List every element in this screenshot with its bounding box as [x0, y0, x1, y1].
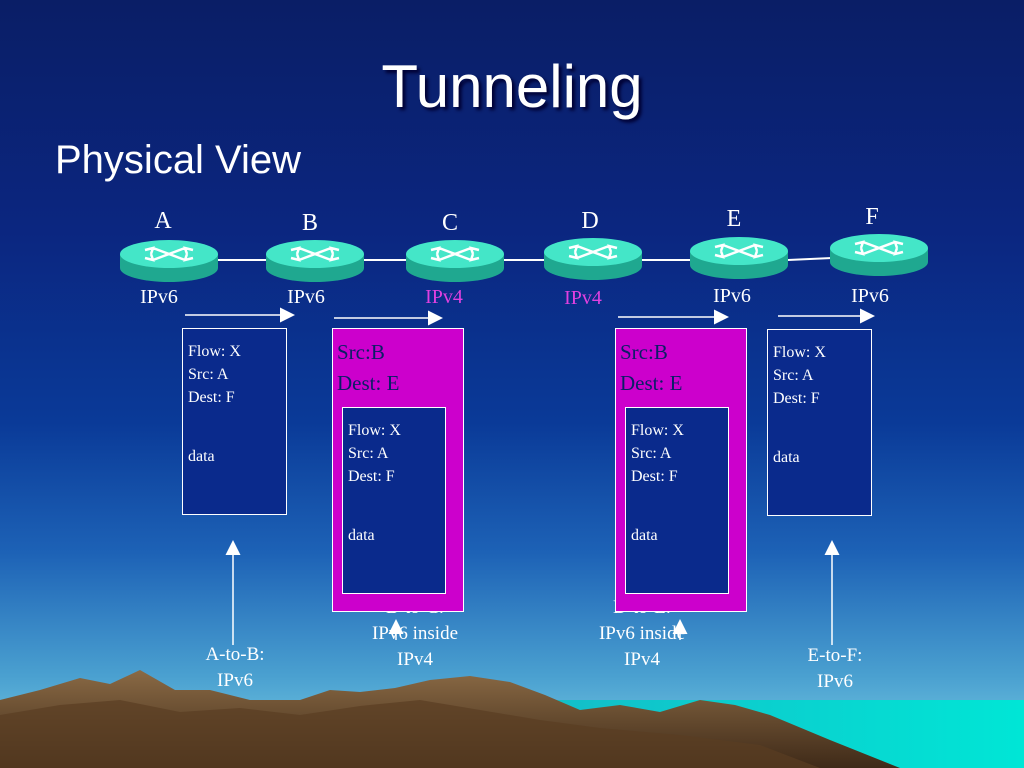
packet-payload: data [188, 448, 215, 465]
node-protocol-e: IPv6 [713, 285, 751, 307]
packet-src: Src: A [773, 367, 814, 384]
outer-header: Src:B Dest: E [337, 337, 399, 399]
mountain-ridge [0, 700, 820, 768]
packet-dest: Dest: F [773, 390, 820, 407]
node-protocol-d: IPv4 [564, 287, 602, 309]
packet-src: Src: A [631, 445, 672, 462]
packet-dest: Dest: F [631, 468, 678, 485]
packet-src: Src: A [188, 366, 229, 383]
node-label-a: A [154, 208, 172, 234]
outer-header: Src:B Dest: E [620, 337, 682, 399]
packet-payload: data [348, 527, 375, 544]
node-protocol-c: IPv4 [425, 286, 463, 308]
packet-flow: Flow: X [631, 422, 684, 439]
node-label-f: F [865, 204, 879, 230]
caption-e-to-f: E-to-F: IPv6 [807, 645, 863, 692]
packet-dest: Dest: F [348, 468, 395, 485]
node-protocol-b: IPv6 [287, 286, 325, 308]
router-icon [120, 240, 218, 282]
link-lines [218, 257, 833, 261]
packet-dest: Dest: F [188, 389, 235, 406]
node-label-e: E [726, 206, 742, 232]
router-icon [406, 240, 504, 282]
slide-title: Tunneling [381, 53, 643, 120]
router-icon [266, 240, 364, 282]
packet-flow: Flow: X [773, 344, 826, 361]
packet-flow: Flow: X [348, 422, 401, 439]
node-protocol-f: IPv6 [851, 285, 889, 307]
node-label-b: B [301, 210, 318, 236]
packet-a-to-b: Flow: X Src: A Dest: F data [182, 328, 287, 515]
packet-e-to-f: Flow: X Src: A Dest: F data [767, 329, 872, 516]
packet-src: Src: A [348, 445, 389, 462]
router-icon [544, 238, 642, 280]
packet-flow: Flow: X [188, 343, 241, 360]
outer-src: Src:B [620, 340, 668, 364]
router-icon [830, 234, 928, 276]
tunnel-packet-b-to-c: Src:B Dest: E Flow: X Src: A Dest: F dat… [332, 328, 464, 612]
slide-subtitle: Physical View [55, 138, 302, 182]
packet-payload: data [773, 449, 800, 466]
caption-a-to-b: A-to-B: IPv6 [205, 644, 265, 691]
node-protocol-a: IPv6 [140, 286, 178, 308]
outer-dest: Dest: E [620, 371, 683, 395]
outer-src: Src:B [337, 340, 385, 364]
inner-packet: Flow: X Src: A Dest: F data [625, 407, 729, 594]
tunnel-packet-d-to-e: Src:B Dest: E Flow: X Src: A Dest: F dat… [615, 328, 747, 612]
node-label-d: D [581, 208, 599, 234]
packet-payload: data [631, 527, 658, 544]
inner-packet: Flow: X Src: A Dest: F data [342, 407, 446, 594]
node-label-c: C [441, 210, 458, 236]
router-icon [690, 237, 788, 279]
outer-dest: Dest: E [337, 371, 400, 395]
